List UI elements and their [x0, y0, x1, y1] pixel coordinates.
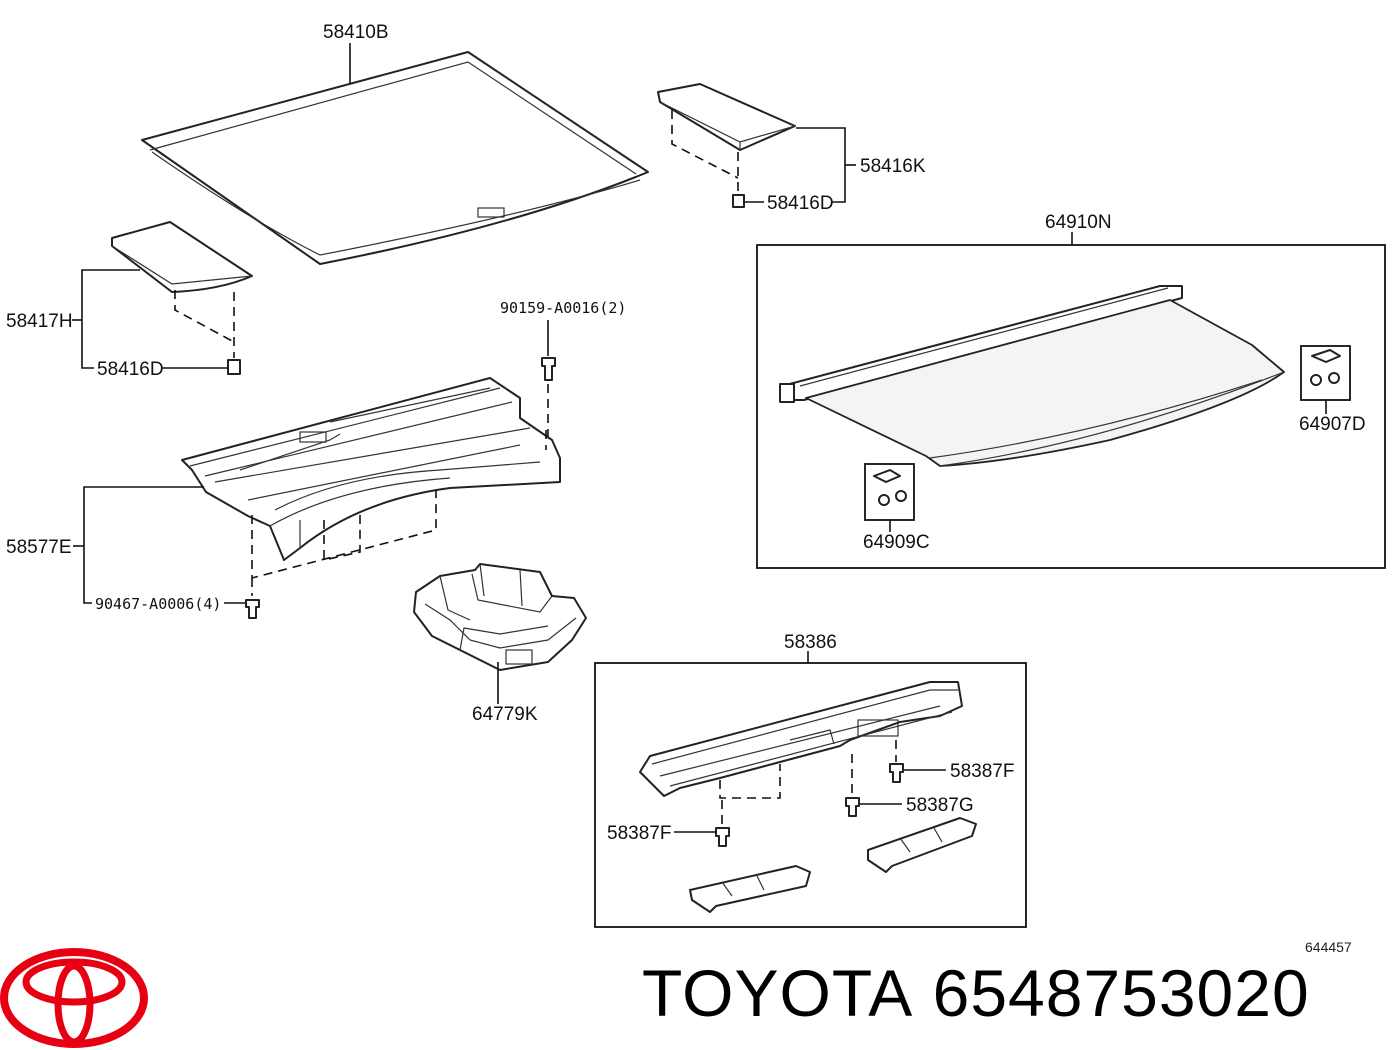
- label-58387F-left: 58387F: [607, 823, 671, 844]
- part-small-board-right: [657, 83, 796, 151]
- bolt-90159: [541, 357, 556, 381]
- bolt-90467: [245, 599, 260, 619]
- part-deck-board: [141, 51, 649, 265]
- brand-part-line: TOYOTA 6548753020: [642, 955, 1310, 1031]
- label-90467: 90467-A0006(4): [95, 595, 221, 613]
- label-64910N: 64910N: [1045, 212, 1112, 233]
- part-small-board-left: [111, 221, 253, 293]
- label-58387G: 58387G: [906, 795, 974, 816]
- label-58417H: 58417H: [6, 311, 73, 332]
- clip-58387F-right: [889, 763, 904, 783]
- clip-58387G: [845, 797, 860, 817]
- label-58416K: 58416K: [860, 156, 926, 177]
- part-bracket-right: [867, 817, 977, 873]
- label-90159: 90159-A0016(2): [500, 299, 626, 317]
- label-58387F-right: 58387F: [950, 761, 1014, 782]
- part-tonneau-cover: [779, 285, 1285, 467]
- part-bracket-left: [689, 865, 811, 913]
- label-58416D-left: 58416D: [97, 359, 164, 380]
- clip-58416D-top: [732, 194, 745, 208]
- part-scuff-plate: [639, 681, 963, 797]
- label-58416D-top: 58416D: [767, 193, 834, 214]
- part-trim-panel: [181, 377, 561, 561]
- brand-name: TOYOTA: [642, 956, 914, 1030]
- reference-code: 644457: [1305, 939, 1352, 955]
- toyota-logo: [0, 948, 148, 1048]
- label-64909C: 64909C: [863, 532, 930, 553]
- box-64910N: [756, 244, 1386, 569]
- part-tool-tray: [413, 563, 587, 671]
- label-58386: 58386: [784, 632, 837, 653]
- label-64779K: 64779K: [472, 704, 538, 725]
- label-58410B: 58410B: [323, 22, 389, 43]
- label-58577E: 58577E: [6, 537, 72, 558]
- part-number: 6548753020: [932, 956, 1310, 1030]
- box-58386: [594, 662, 1027, 928]
- label-64907D: 64907D: [1299, 414, 1366, 435]
- clip-58387F-left: [715, 827, 730, 847]
- clip-58416D-left: [227, 359, 241, 375]
